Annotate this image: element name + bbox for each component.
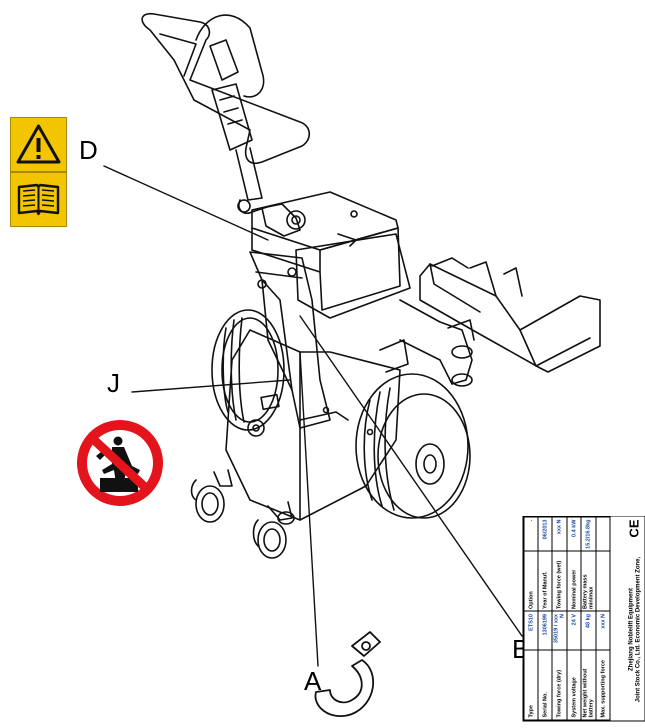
type-plate-value: 06/2013 bbox=[538, 517, 552, 552]
type-plate-label bbox=[596, 551, 610, 612]
type-plate-label: Max. supporting force bbox=[596, 649, 610, 720]
type-plate-label: Net weight without battery bbox=[581, 649, 596, 720]
leader-j bbox=[131, 379, 291, 393]
type-plate-value: 0.4 kW bbox=[567, 517, 581, 552]
type-plate-label: Towing force (wet) bbox=[552, 551, 567, 612]
type-plate-label: Option bbox=[524, 551, 538, 612]
type-plate-label: System voltage bbox=[567, 649, 581, 720]
type-plate-value: - bbox=[524, 517, 538, 552]
manufacturer-line-2: Joint Stock Co., Ltd. Economic Developme… bbox=[635, 556, 642, 703]
type-plate-value: ETS10 bbox=[524, 611, 538, 650]
type-plate-label: Year of Manuf. bbox=[538, 551, 552, 612]
manufacturer-name: Zhejiang Noblelift Equipment Joint Stock… bbox=[629, 539, 643, 721]
type-plate-label: Serial No. bbox=[538, 649, 552, 720]
manufacturer-line-1: Zhejiang Noblelift Equipment bbox=[628, 588, 635, 671]
no-climbing-prohibition-icon bbox=[77, 420, 163, 506]
type-plate-value: 24 V bbox=[567, 611, 581, 650]
type-plate-label: Type bbox=[524, 649, 538, 720]
leader-lines bbox=[103, 165, 523, 667]
type-plate-value: 15.2/16.8kg bbox=[581, 517, 596, 552]
type-plate-value: 1306199 bbox=[538, 611, 552, 650]
type-plate-value: 35019 / xxx N bbox=[552, 611, 567, 650]
type-plate-value: xxx N bbox=[552, 517, 567, 552]
rear-cradle bbox=[399, 257, 601, 387]
callout-a: A bbox=[304, 666, 322, 696]
leader-b bbox=[299, 315, 523, 637]
tractor-body bbox=[225, 191, 411, 521]
tiller-handle bbox=[141, 12, 311, 215]
caster-wheels bbox=[190, 469, 295, 559]
callout-d: D bbox=[79, 135, 98, 165]
type-plate-label: Nominal power bbox=[567, 551, 581, 612]
ce-mark-icon: CE bbox=[626, 519, 642, 538]
leader-a bbox=[299, 351, 319, 667]
type-plate-value: 48 kg bbox=[581, 611, 596, 650]
warning-triangle-icon bbox=[11, 118, 66, 173]
type-plate-value bbox=[596, 517, 610, 552]
callout-j: J bbox=[107, 368, 120, 398]
type-plate-label: Battery mass min/max bbox=[581, 551, 596, 612]
type-plate-label: Towing force (dry) bbox=[552, 649, 567, 720]
type-plate-value: xxx N bbox=[596, 611, 610, 650]
lifting-hook-icon bbox=[314, 631, 381, 717]
read-manual-book-icon bbox=[11, 173, 66, 226]
right-drive-wheel bbox=[355, 373, 471, 519]
leader-d bbox=[103, 165, 269, 241]
safety-sign bbox=[10, 117, 67, 227]
left-drive-wheel bbox=[211, 309, 285, 431]
